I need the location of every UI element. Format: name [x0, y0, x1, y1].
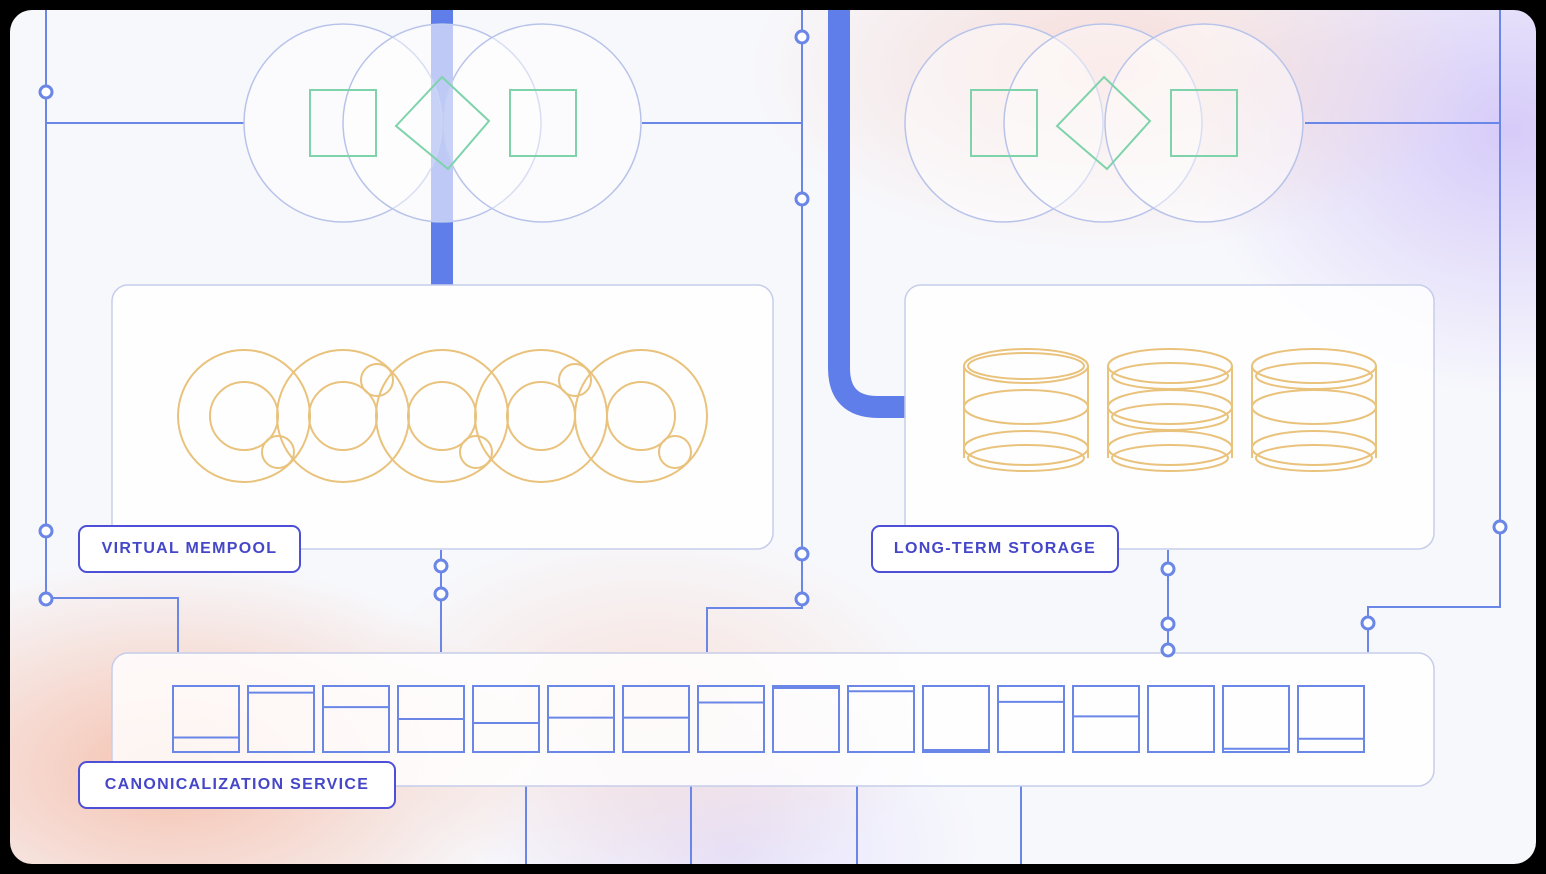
record-slot-icon	[1222, 685, 1290, 753]
connector-node-dot	[794, 191, 810, 207]
connector-lines	[45, 10, 1501, 864]
record-slot-icon	[172, 685, 240, 753]
record-slot-icon	[322, 685, 390, 753]
venn-diagram-icon	[243, 23, 642, 223]
record-slot-icon	[247, 685, 315, 753]
circle-cluster-icon	[177, 349, 708, 483]
record-slot-icon	[1072, 685, 1140, 753]
virtual-mempool-label: VIRTUAL MEMPOOL	[78, 525, 301, 573]
long-term-storage-label: LONG-TERM STORAGE	[871, 525, 1119, 573]
database-cylinder-icon	[1251, 348, 1377, 472]
record-slots	[172, 685, 1365, 753]
record-slot-icon	[697, 685, 765, 753]
record-slot-icon	[1147, 685, 1215, 753]
connector-node-dot	[794, 591, 810, 607]
connector-node-dot	[1160, 616, 1176, 632]
database-cylinder-icon	[963, 348, 1089, 472]
connector-node-dot	[38, 523, 54, 539]
connector-node-dot	[38, 591, 54, 607]
record-slot-icon	[547, 685, 615, 753]
connector-node-dot	[1360, 615, 1376, 631]
connector-node-dot	[794, 546, 810, 562]
record-slot-icon	[922, 685, 990, 753]
trunk-right	[828, 10, 906, 418]
record-slot-icon	[1297, 685, 1365, 753]
record-slot-icon	[772, 685, 840, 753]
connector-node-dot	[794, 29, 810, 45]
record-slot-icon	[472, 685, 540, 753]
connector-node-dot	[433, 558, 449, 574]
canonicalization-service-label: CANONICALIZATION SERVICE	[78, 761, 396, 809]
record-slot-icon	[847, 685, 915, 753]
connector-node-dot	[1160, 561, 1176, 577]
connector-node-dot	[433, 586, 449, 602]
architecture-diagram	[38, 10, 1508, 864]
record-slot-icon	[997, 685, 1065, 753]
record-slot-icon	[622, 685, 690, 753]
venn-diagram-icon	[904, 23, 1304, 223]
connector-node-dot	[38, 84, 54, 100]
virtual-mempool-panel	[111, 284, 774, 550]
long-term-storage-panel	[904, 284, 1435, 550]
connector-node-dot	[1492, 519, 1508, 535]
connector-node-dot	[1160, 642, 1176, 658]
connector-nodes	[38, 29, 1508, 658]
database-cylinder-icon	[1107, 348, 1233, 472]
diagram-canvas: VIRTUAL MEMPOOL LONG-TERM STORAGE CANONI…	[10, 10, 1536, 864]
